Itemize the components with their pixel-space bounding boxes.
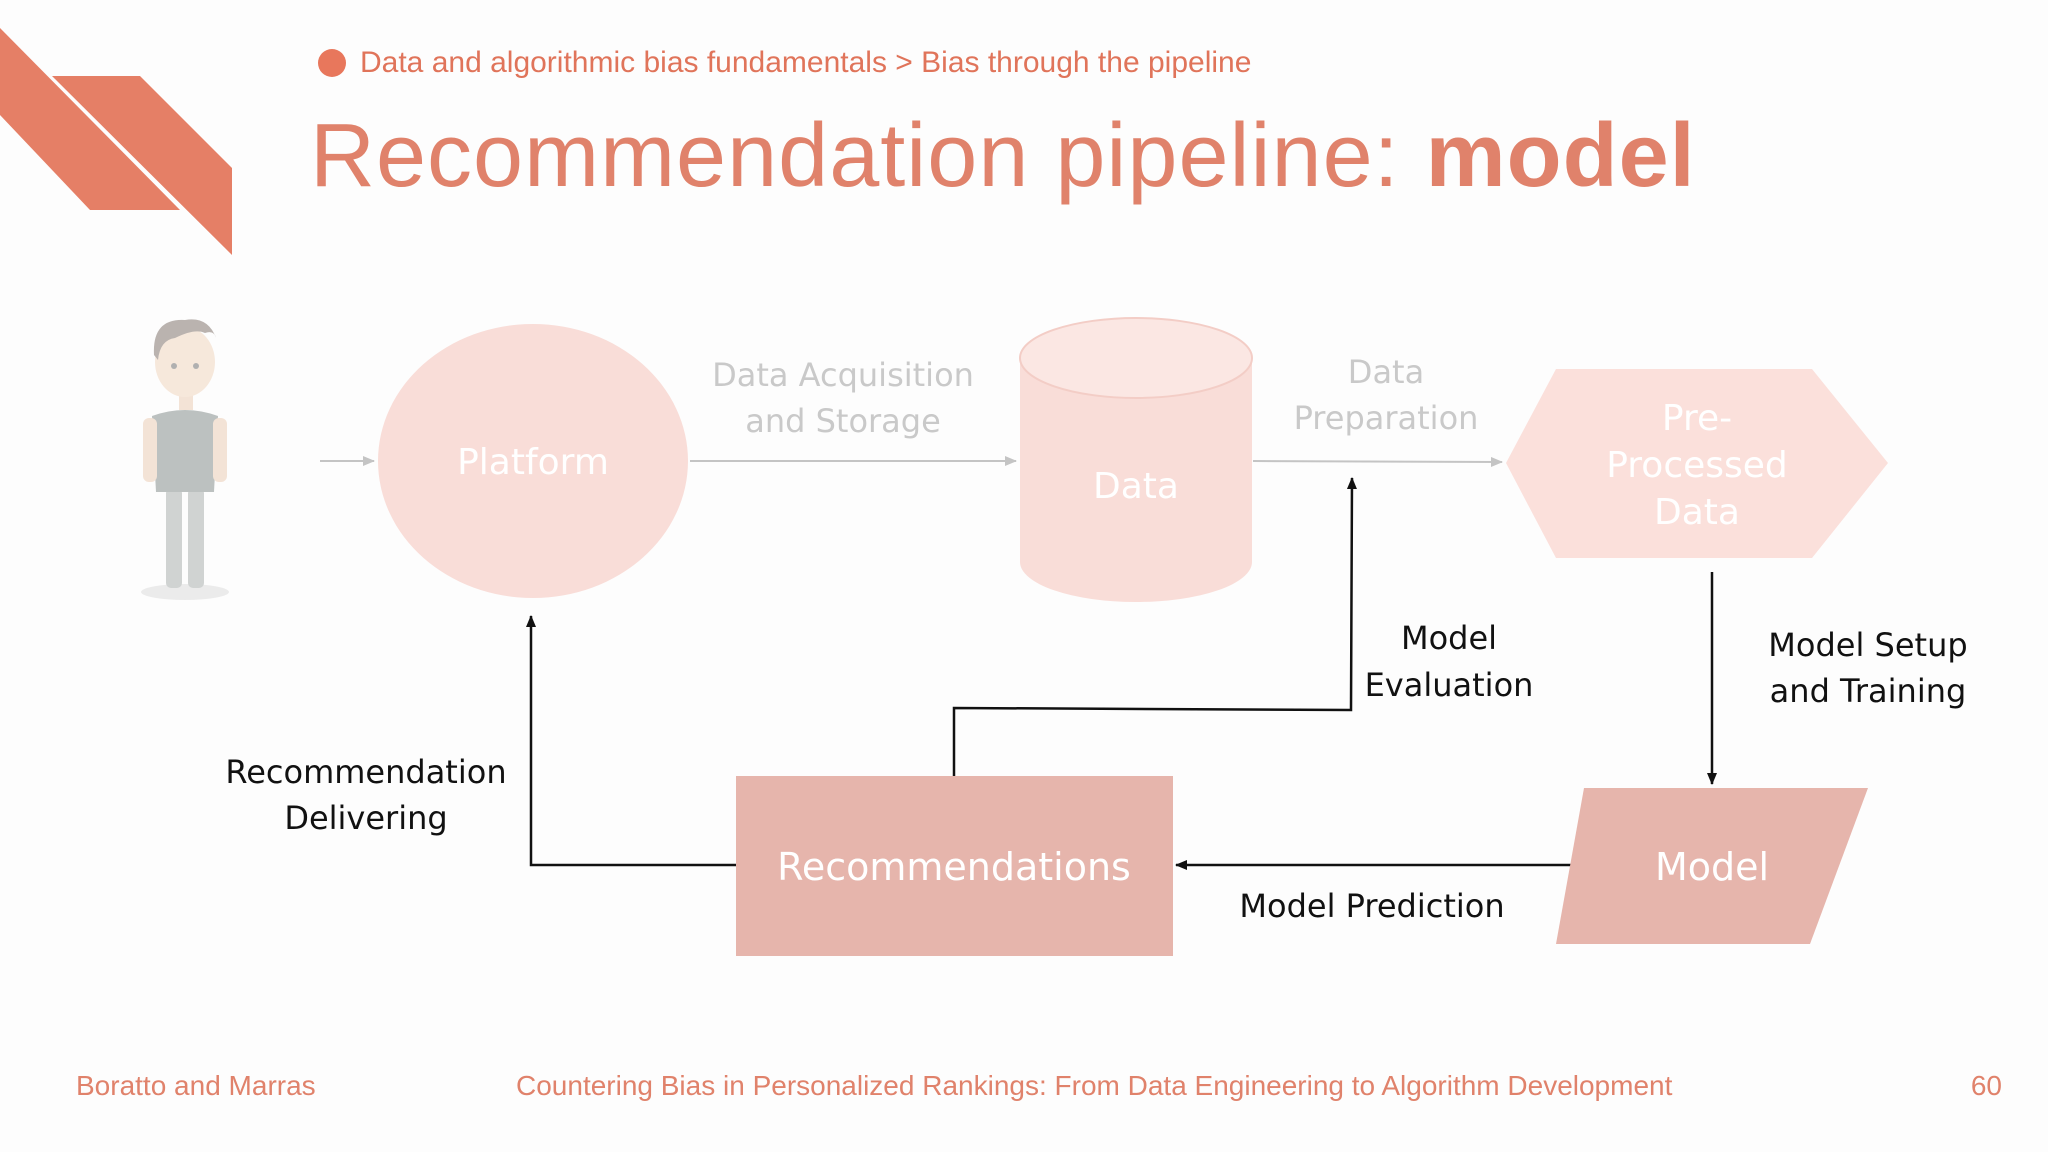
page-number: 60 <box>1970 1070 2002 1101</box>
title-bold: model <box>1425 106 1696 206</box>
preprocessed-label-2: Processed <box>1606 445 1788 486</box>
acquisition-label-2: and Storage <box>745 402 941 440</box>
preprocessed-data-node: Pre- Processed Data <box>1506 369 1888 558</box>
breadcrumb-text: Data and algorithmic bias fundamentals >… <box>360 46 1252 79</box>
breadcrumb: Data and algorithmic bias fundamentals >… <box>318 46 1251 80</box>
evaluation-label-1: Model <box>1401 619 1497 657</box>
data-node: Data <box>1019 317 1253 602</box>
model-label: Model <box>1655 845 1769 889</box>
acquisition-label-1: Data Acquisition <box>712 356 974 394</box>
platform-node: Platform <box>378 324 688 598</box>
breadcrumb-dot-icon <box>318 49 346 77</box>
preparation-label-1: Data <box>1348 353 1424 391</box>
page-title: Recommendation pipeline: model <box>310 105 1696 208</box>
delivering-label-2: Delivering <box>284 799 447 837</box>
arrow-recommendation-delivering <box>526 615 736 867</box>
title-regular: Recommendation pipeline: <box>310 106 1426 206</box>
recommendations-label: Recommendations <box>777 845 1131 889</box>
preparation-label-2: Preparation <box>1294 399 1479 437</box>
setup-label-1: Model Setup <box>1768 626 1967 664</box>
model-node: Model <box>1556 788 1868 944</box>
corner-decoration <box>0 28 232 255</box>
arrow-data-to-preprocessed <box>1252 456 1503 467</box>
preprocessed-label-1: Pre- <box>1662 398 1732 439</box>
preprocessed-label-3: Data <box>1654 492 1740 533</box>
user-figure-icon <box>141 319 229 600</box>
evaluation-label-2: Evaluation <box>1365 666 1534 704</box>
platform-label: Platform <box>457 442 609 483</box>
footer-talk-title: Countering Bias in Personalized Rankings… <box>516 1070 1673 1101</box>
delivering-label-1: Recommendation <box>225 753 506 791</box>
recommendations-node: Recommendations <box>736 776 1173 956</box>
arrow-evaluation-loop <box>952 477 1357 776</box>
data-label: Data <box>1093 466 1179 507</box>
prediction-label: Model Prediction <box>1239 887 1504 925</box>
footer-authors: Boratto and Marras <box>76 1070 316 1101</box>
setup-label-2: and Training <box>1770 672 1967 710</box>
